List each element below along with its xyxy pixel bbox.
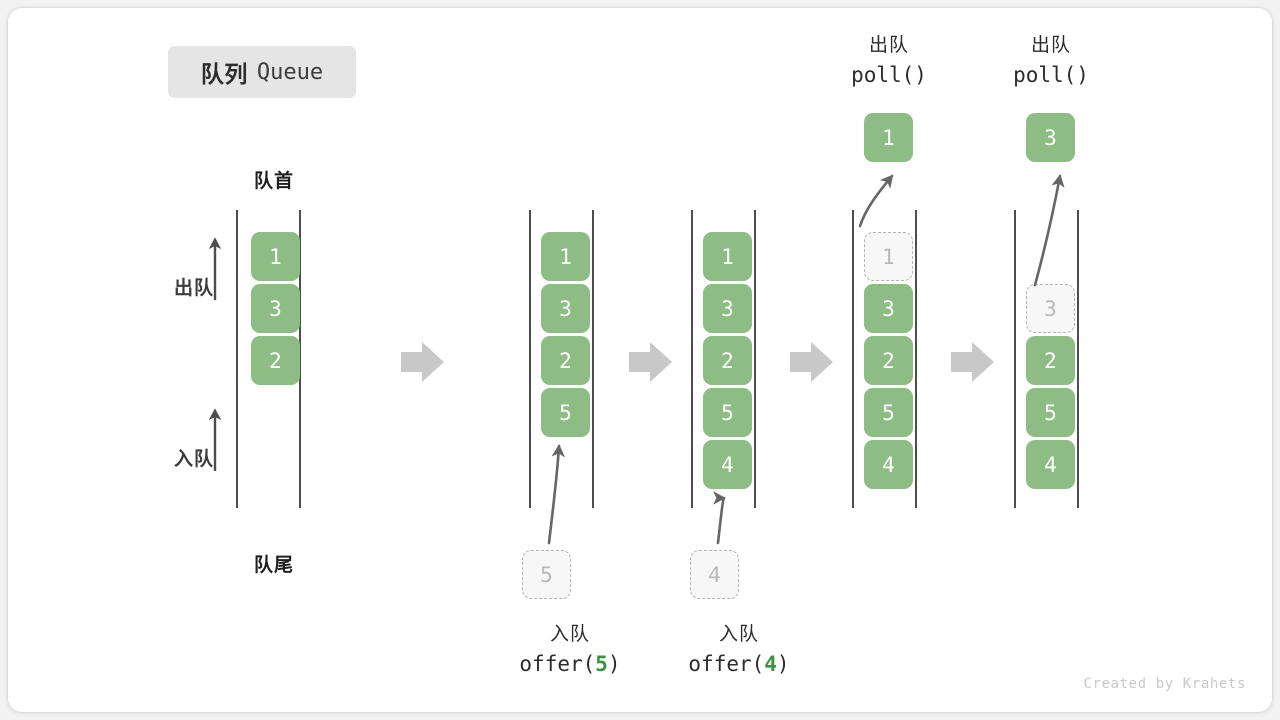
- queue-element: 4: [1026, 440, 1075, 489]
- footer-credit: Created by Krahets: [1083, 676, 1246, 692]
- queue-element-removed: 1: [864, 232, 913, 281]
- arrows-overlay: [208, 174, 1065, 545]
- queue-tail-label: 队尾: [253, 555, 294, 576]
- outgoing-element: 3: [1026, 113, 1075, 162]
- incoming-element-ghost: 5: [522, 550, 571, 599]
- step-caption-cn: 出队: [1030, 35, 1071, 56]
- queue-rail-right-step3: [754, 210, 756, 508]
- queue-element: 4: [864, 440, 913, 489]
- queue-head-label: 队首: [253, 171, 294, 192]
- queue-element-new: 5: [541, 388, 590, 437]
- step-caption-cn: 入队: [549, 624, 590, 645]
- queue-element: 3: [541, 284, 590, 333]
- step-transition-arrow: [401, 342, 444, 382]
- enqueue-direction-label: 入队: [173, 449, 214, 470]
- queue-element: 2: [703, 336, 752, 385]
- queue-element: 1: [703, 232, 752, 281]
- step-caption-code: poll(): [851, 62, 927, 87]
- step-caption-offer-5: 入队 offer(5): [475, 621, 665, 679]
- queue-element: 3: [703, 284, 752, 333]
- queue-element: 1: [541, 232, 590, 281]
- queue-rail-right-step5: [1077, 210, 1079, 508]
- queue-rail-left-step5: [1014, 210, 1016, 508]
- poll-3-motion-arrow: [1033, 174, 1065, 287]
- step-caption-code: offer(4): [688, 651, 790, 676]
- poll-1-motion-arrow: [858, 174, 894, 228]
- offer-4-motion-arrow: [712, 491, 726, 545]
- queue-element: 2: [864, 336, 913, 385]
- queue-element: 3: [864, 284, 913, 333]
- dequeue-direction-label: 出队: [173, 278, 214, 299]
- step-transition-arrow: [629, 342, 672, 382]
- queue-element: 5: [703, 388, 752, 437]
- queue-element: 1: [251, 232, 300, 281]
- queue-element-removed: 3: [1026, 284, 1075, 333]
- queue-element: 2: [541, 336, 590, 385]
- diagram-canvas: 队列 Queue 队首 队尾 出队 入队 1 3 2 1 3 2 5 5 入队 …: [8, 8, 1272, 712]
- step-transition-arrow: [951, 342, 994, 382]
- step-caption-code: offer(5): [519, 651, 621, 676]
- step-caption-poll-1: 出队 poll(): [794, 32, 984, 90]
- step-caption-cn: 出队: [868, 35, 909, 56]
- outgoing-element: 1: [864, 113, 913, 162]
- queue-rail-left-step3: [691, 210, 693, 508]
- queue-rail-right-step4: [915, 210, 917, 508]
- queue-element-new: 4: [703, 440, 752, 489]
- step-caption-code: poll(): [1013, 62, 1089, 87]
- queue-element: 5: [864, 388, 913, 437]
- diagram-title-chip: 队列 Queue: [168, 46, 356, 98]
- step-caption-poll-3: 出队 poll(): [956, 32, 1146, 90]
- queue-element: 2: [1026, 336, 1075, 385]
- queue-rail-left-step4: [852, 210, 854, 508]
- offer-5-motion-arrow: [547, 444, 566, 545]
- incoming-element-ghost: 4: [690, 550, 739, 599]
- queue-rail-right-step2: [592, 210, 594, 508]
- title-cn: 队列: [200, 61, 248, 87]
- queue-rail-left-step1: [236, 210, 238, 508]
- queue-element: 2: [251, 336, 300, 385]
- title-en: Queue: [256, 59, 324, 85]
- queue-element: 3: [251, 284, 300, 333]
- step-caption-offer-4: 入队 offer(4): [644, 621, 834, 679]
- queue-rail-left-step2: [529, 210, 531, 508]
- step-transition-arrow: [790, 342, 833, 382]
- queue-element: 5: [1026, 388, 1075, 437]
- step-caption-cn: 入队: [718, 624, 759, 645]
